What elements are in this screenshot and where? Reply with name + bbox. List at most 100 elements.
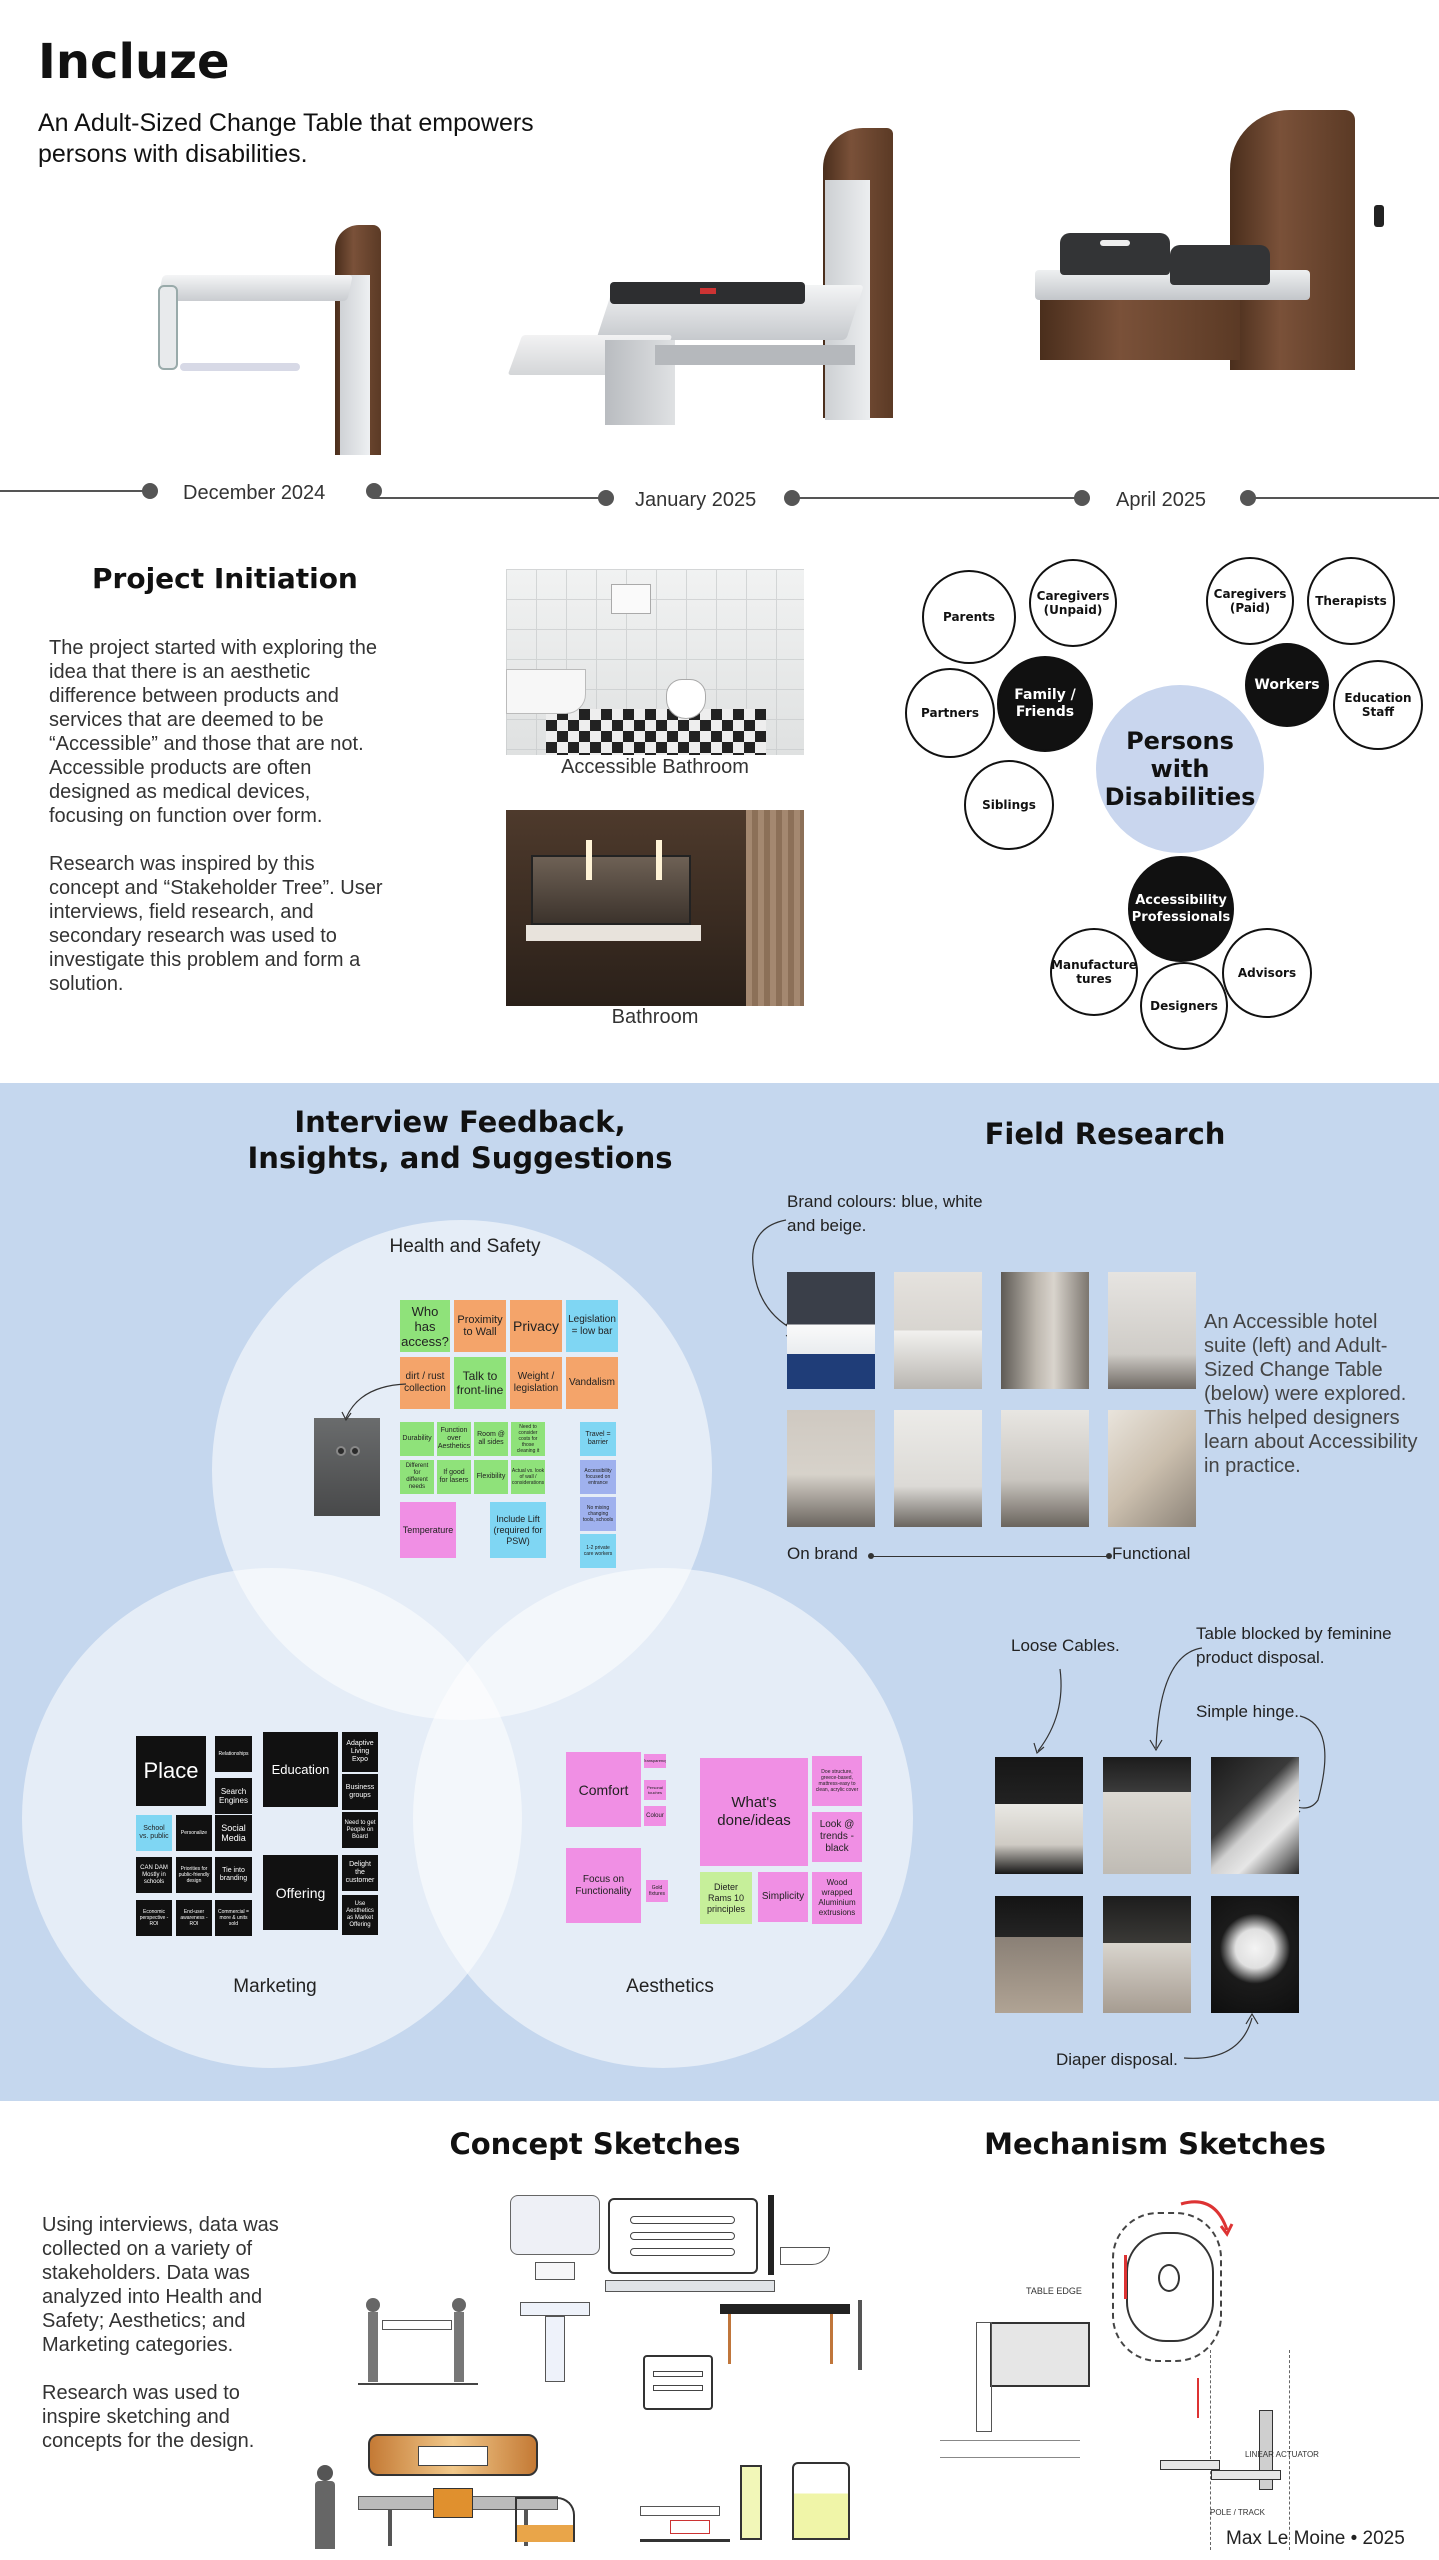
sticky-note: Focus on Functionality bbox=[566, 1848, 641, 1923]
concept-sketch-person bbox=[305, 2465, 345, 2550]
concept-sketch-table-top bbox=[608, 2198, 758, 2274]
concept-sketch-seat bbox=[515, 2497, 575, 2542]
sticky-note: Accessibility focused on entrance bbox=[580, 1460, 616, 1494]
rotate-arrow-icon bbox=[1180, 2200, 1234, 2237]
project-initiation-paragraph: Research was inspired by this concept an… bbox=[49, 853, 383, 995]
project-initiation-heading: Project Initiation bbox=[92, 562, 358, 595]
simple-hinge-label: Simple hinge. bbox=[1196, 1702, 1300, 1721]
sticky-note: Place bbox=[136, 1736, 206, 1806]
sticky-note: Actual vs. look of wall / considerations bbox=[511, 1460, 545, 1494]
stakeholder-persons-with-disabilities: Persons with Disabilities bbox=[1096, 685, 1264, 853]
render-wall-mounted bbox=[150, 215, 400, 465]
sticky-note: 1-2 private care workers bbox=[580, 1534, 616, 1568]
mechanism-sketches-heading: Mechanism Sketches bbox=[984, 2127, 1326, 2161]
hotel-photo-door bbox=[894, 1410, 982, 1527]
timeline-dot bbox=[1074, 490, 1090, 506]
hotel-photo-sink bbox=[894, 1272, 982, 1389]
concept-sketch-people bbox=[358, 2290, 478, 2385]
page-title: Incluze bbox=[38, 34, 230, 90]
footer-credit: Max Le Moine • 2025 bbox=[1226, 2528, 1405, 2549]
mechanism-sketch-leg bbox=[976, 2322, 992, 2432]
stakeholder-manufacturers: Manufacture tures bbox=[1050, 928, 1138, 1016]
sticky-note: Room @ all sides bbox=[474, 1422, 508, 1456]
sticky-note: Tie into branding bbox=[215, 1857, 252, 1893]
sticky-note: Education bbox=[263, 1732, 338, 1807]
arrow-icon bbox=[341, 1383, 407, 1422]
interview-heading: Interview Feedback, Insights, and Sugges… bbox=[247, 1105, 673, 1175]
concept-sketch-box bbox=[792, 2462, 850, 2540]
sticky-note: Adaptive Living Expo bbox=[342, 1732, 378, 1772]
timeline-dot bbox=[598, 490, 614, 506]
sticky-note: Include Lift (required for PSW) bbox=[490, 1502, 546, 1558]
change-table-photo-blocked bbox=[1103, 1757, 1191, 1874]
functional-label: Functional bbox=[1112, 1544, 1191, 1563]
stakeholder-accessibility-professionals: Accessibility Professionals bbox=[1128, 856, 1234, 962]
stakeholder-family-friends: Family / Friends bbox=[997, 656, 1093, 752]
hotel-photo-bath bbox=[1001, 1410, 1089, 1527]
sticky-note: Proximity to Wall bbox=[454, 1300, 506, 1352]
loose-cables-label: Loose Cables. bbox=[1011, 1636, 1120, 1655]
hotel-photo-toilet bbox=[787, 1410, 875, 1527]
change-table-photo-folded bbox=[995, 1757, 1083, 1874]
health-safety-label: Health and Safety bbox=[389, 1236, 541, 1257]
sticky-note: Flexibility bbox=[474, 1460, 508, 1494]
arrow-right-icon bbox=[1106, 1553, 1112, 1559]
stakeholder-therapists: Therapists bbox=[1307, 557, 1395, 645]
change-table-photo-room bbox=[995, 1896, 1083, 2013]
mechanism-sketch-base bbox=[940, 2440, 1080, 2458]
brand-colours-label: Brand colours: blue, white and beige. bbox=[787, 1192, 983, 1235]
change-table-photo-diaper-bin bbox=[1211, 1896, 1299, 2013]
pole-track-label: POLE / TRACK bbox=[1210, 2508, 1265, 2517]
linear-actuator-label: LINEAR ACTUATOR bbox=[1245, 2450, 1319, 2459]
change-table-photo-hinge bbox=[1211, 1757, 1299, 1874]
bathroom-caption: Bathroom bbox=[611, 1006, 699, 1028]
sticky-note: Doe structure, greece-based, mattress-ea… bbox=[812, 1756, 862, 1806]
arrow-icon bbox=[1183, 2012, 1259, 2059]
sticky-note: Transparency bbox=[644, 1754, 666, 1768]
sticky-note: dirt / rust collection bbox=[400, 1357, 450, 1409]
timeline-line bbox=[0, 490, 148, 492]
sticky-note: Durability bbox=[400, 1422, 434, 1456]
accessible-bathroom-caption: Accessible Bathroom bbox=[561, 756, 749, 778]
concept-sketch-panel bbox=[740, 2465, 762, 2540]
sticky-note: Need to get People on Board bbox=[342, 1812, 378, 1848]
sticky-note: Need to consider costs for those cleanin… bbox=[511, 1422, 545, 1456]
mechanism-sketch-track bbox=[1197, 2350, 1290, 2550]
sticky-note: Simplicity bbox=[758, 1872, 808, 1922]
sticky-note: Wood wrapped Aluminium extrusions bbox=[812, 1872, 862, 1924]
timeline-label-january: January 2025 bbox=[635, 489, 757, 511]
sticky-note: Commercial = more & units sold bbox=[215, 1900, 252, 1936]
timeline-line bbox=[374, 497, 606, 499]
mechanism-sketch-arm bbox=[1160, 2460, 1220, 2470]
concept-sketch-wood-table bbox=[358, 2430, 558, 2550]
bathroom-photo bbox=[506, 810, 804, 1006]
sticky-note: Dieter Rams 10 principles bbox=[700, 1872, 752, 1924]
sticky-note: Relationships bbox=[215, 1736, 252, 1772]
page-subtitle: An Adult-Sized Change Table that empower… bbox=[38, 109, 534, 168]
sticky-note: School vs. public bbox=[136, 1815, 172, 1851]
sticky-note: What's done/ideas bbox=[700, 1758, 808, 1866]
sticky-note: Priorities for public-friendly design bbox=[176, 1857, 212, 1893]
concept-sketches-heading: Concept Sketches bbox=[449, 2127, 741, 2161]
concept-sketch-side-table bbox=[720, 2300, 890, 2370]
sticky-note: Colour bbox=[644, 1806, 666, 1826]
sticky-note: Personal touches bbox=[644, 1780, 666, 1800]
concept-sketch-profile bbox=[768, 2195, 840, 2275]
sticky-note: Who has access? bbox=[400, 1300, 450, 1352]
stakeholder-siblings: Siblings bbox=[964, 760, 1054, 850]
sticky-note: Different for different needs bbox=[400, 1460, 434, 1494]
diaper-disposal-label: Diaper disposal. bbox=[1056, 2050, 1178, 2069]
mechanism-sketch-pivot bbox=[1112, 2212, 1222, 2362]
sticky-note: Use Aesthetics as Market Offering bbox=[342, 1895, 378, 1935]
concept-paragraph: Using interviews, data was collected on … bbox=[42, 2214, 279, 2356]
floor-detail-photo bbox=[314, 1418, 380, 1516]
concept-sketch-front bbox=[643, 2355, 713, 2410]
sticky-note: Privacy bbox=[510, 1300, 562, 1352]
field-research-description: An Accessible hotel suite (left) and Adu… bbox=[1204, 1311, 1418, 1477]
marketing-label: Marketing bbox=[233, 1976, 317, 1997]
sticky-note: Travel = barrier bbox=[580, 1422, 616, 1456]
timeline-line bbox=[1248, 497, 1439, 499]
sticky-note: End-user awareness - ROI bbox=[176, 1900, 212, 1936]
sticky-note: Function over Aesthetics bbox=[437, 1422, 471, 1456]
render-enclosed-table bbox=[1030, 105, 1384, 385]
